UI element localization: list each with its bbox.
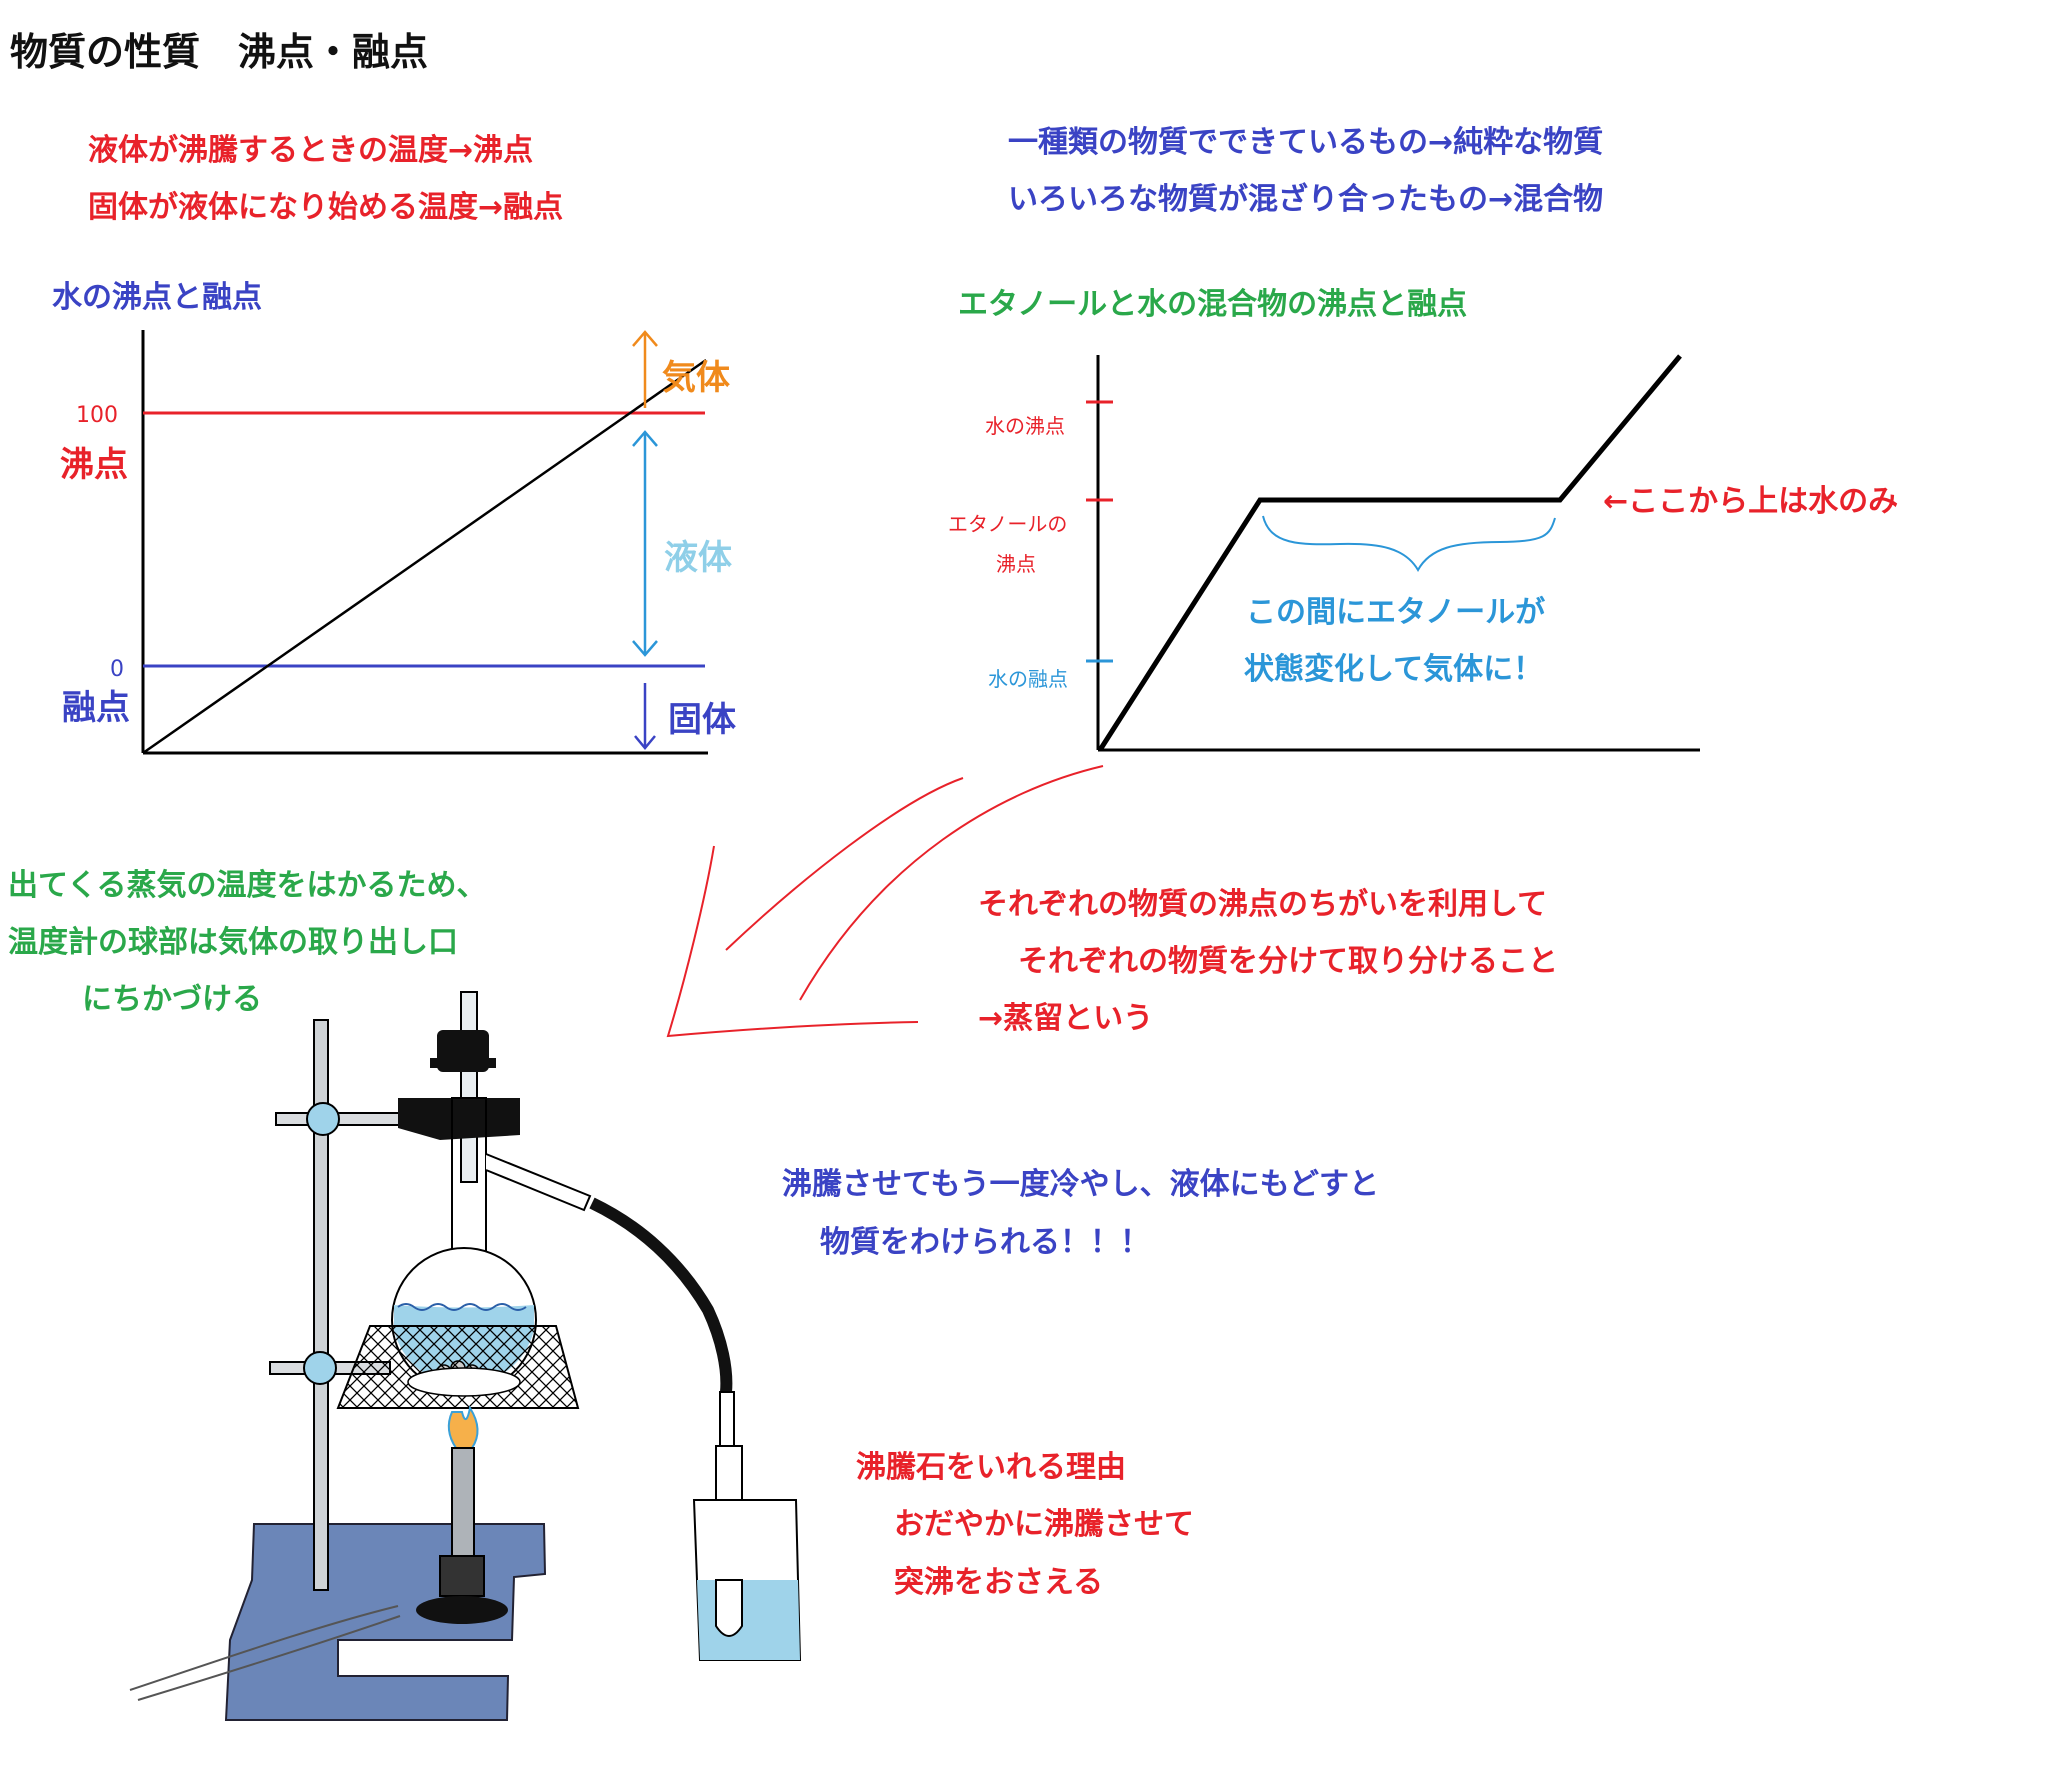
- arrow-stroke-upper: [725, 777, 964, 951]
- arrow-stroke-lower: [799, 765, 1104, 1001]
- tick-100: 100: [76, 403, 118, 428]
- ethanol-boiling-tick-label-2: 沸点: [996, 552, 1036, 576]
- liquid-arrow: [632, 430, 658, 657]
- cooling-note-line-2: 物質をわけられる！！！: [820, 1225, 1150, 1260]
- boiling-stone-note-line-2: おだやかに沸騰させて: [894, 1507, 1194, 1542]
- tick-0: 0: [110, 657, 124, 682]
- temperature-line: [142, 358, 707, 755]
- gas-arrow: [632, 330, 658, 408]
- distillation-note-line-2: それぞれの物質を分けて取り分けること: [1018, 944, 1558, 979]
- thermometer-note-line-1: 出てくる蒸気の温度をはかるため、: [8, 868, 487, 903]
- upper-clamp-knob: [306, 1102, 340, 1136]
- ethanol-annotation-line-1: この間にエタノールが: [1246, 595, 1546, 630]
- melting-point-definition: 固体が液体になり始める温度→融点: [88, 190, 564, 225]
- burner-flame: [447, 1405, 479, 1449]
- boiling-point-label: 沸点: [60, 445, 128, 485]
- water-melting-tick-label: 水の融点: [988, 667, 1068, 691]
- mixture-chart-title: エタノールと水の混合物の沸点と融点: [958, 287, 1468, 322]
- ethanol-range-brace: [1262, 515, 1556, 573]
- thermometer: [460, 991, 478, 1183]
- distillation-note-line-3: →蒸留という: [978, 1001, 1154, 1036]
- boiling-point-definition: 液体が沸騰するときの温度→沸点: [88, 133, 534, 168]
- water-only-annotation: ←ここから上は水のみ: [1603, 484, 1899, 519]
- burner-base: [416, 1596, 508, 1624]
- pure-substance-definition: 一種類の物質でできているもの→純粋な物質: [1008, 125, 1604, 160]
- mixture-heating-curve: [1097, 354, 1682, 752]
- mixture-definition: いろいろな物質が混ざり合ったもの→混合物: [1008, 182, 1604, 217]
- water-boiling-tick-label: 水の沸点: [985, 414, 1065, 438]
- beaker-water: [697, 1580, 800, 1660]
- water-chart-title: 水の沸点と融点: [52, 280, 262, 315]
- thermometer-note-line-3: にちかづける: [82, 982, 262, 1017]
- ethanol-annotation-line-2: 状態変化して気体に！: [1244, 652, 1544, 687]
- liquid-label: 液体: [664, 538, 732, 578]
- solid-arrow: [634, 683, 656, 750]
- cooling-note-line-1: 沸騰させてもう一度冷やし、液体にもどすと: [782, 1167, 1379, 1202]
- upper-clamp-arm: [275, 1112, 407, 1126]
- rubber-tube: [589, 1197, 733, 1393]
- burner-tube: [451, 1447, 475, 1561]
- wire-gauze: [336, 1325, 580, 1409]
- solid-label: 固体: [668, 700, 736, 740]
- gas-label: 気体: [662, 358, 730, 398]
- burner-valve: [439, 1555, 485, 1597]
- thermometer-note-line-2: 温度計の球部は気体の取り出し口: [8, 925, 458, 960]
- ethanol-boiling-tick-label-1: エタノールの: [948, 512, 1068, 536]
- distillation-note-line-1: それぞれの物質の沸点のちがいを利用して: [978, 887, 1548, 922]
- page-title: 物質の性質 沸点・融点: [10, 30, 429, 74]
- gas-hose: [129, 1605, 401, 1701]
- flask-clamp: [398, 1098, 520, 1140]
- arrow-head: [666, 845, 919, 1038]
- boiling-stone-note-line-1: 沸騰石をいれる理由: [856, 1450, 1126, 1485]
- stand-rod: [313, 1019, 329, 1591]
- boiling-stone-note-line-3: 突沸をおさえる: [894, 1565, 1104, 1600]
- lower-clamp-knob: [303, 1351, 337, 1385]
- melting-point-label: 融点: [62, 688, 130, 728]
- side-arm: [485, 1153, 592, 1212]
